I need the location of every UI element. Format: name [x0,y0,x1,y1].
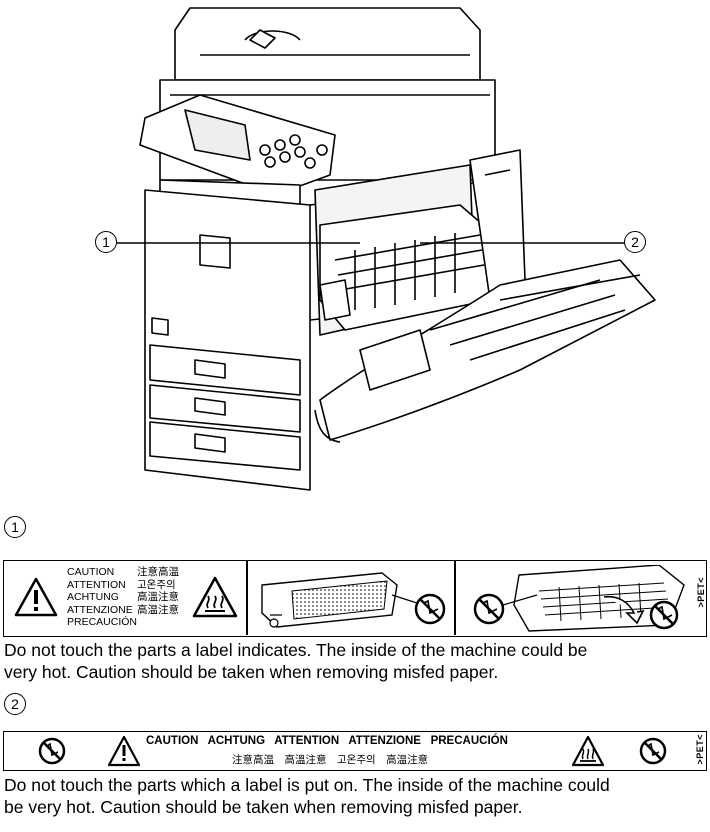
label-divider [246,561,248,635]
warning-triangle-icon [107,735,141,767]
callout-2-marker: 2 [624,231,646,253]
warning-text-line: be very hot. Caution should be taken whe… [4,797,523,817]
section-1-number: 1 [11,519,19,535]
no-touch-icon [38,737,66,765]
document-feeder [174,7,481,81]
no-touch-icon [639,737,667,765]
callout-1-number: 1 [102,234,110,250]
callout-2-number: 2 [631,234,639,250]
callout-1-marker: 1 [95,231,117,253]
hot-surface-icon [571,735,605,767]
warning-text-2: Do not touch the parts which a label is … [4,774,706,818]
warning-text-line: very hot. Caution should be taken when r… [4,662,499,682]
pet-marking: >PET< [695,734,705,765]
label-divider [454,561,456,635]
fusing-unit-diagram [261,572,446,628]
section-1-marker: 1 [4,516,26,538]
warning-text-1: Do not touch the parts a label indicates… [4,639,706,683]
section-2-number: 2 [11,696,19,712]
warning-triangle-icon [14,577,58,617]
interior-no-touch-diagram [473,565,685,632]
section-2-marker: 2 [4,693,26,715]
warning-label-2: CAUTION ACHTUNG ATTENTION ATTENZIONE PRE… [3,731,707,771]
warning-word-row: PRECAUCIÓN [67,616,138,628]
hot-surface-icon [192,576,238,618]
pet-marking: >PET< [696,577,706,608]
copier-illustration [117,7,656,491]
warning-text-line: Do not touch the parts which a label is … [4,775,610,795]
asian-warning-strip: 注意高温 高溫注意 고온주의 高温注意 [232,754,429,766]
warning-word-strip: CAUTION ACHTUNG ATTENTION ATTENZIONE PRE… [146,735,508,747]
warning-text-line: Do not touch the parts a label indicates… [4,640,588,660]
